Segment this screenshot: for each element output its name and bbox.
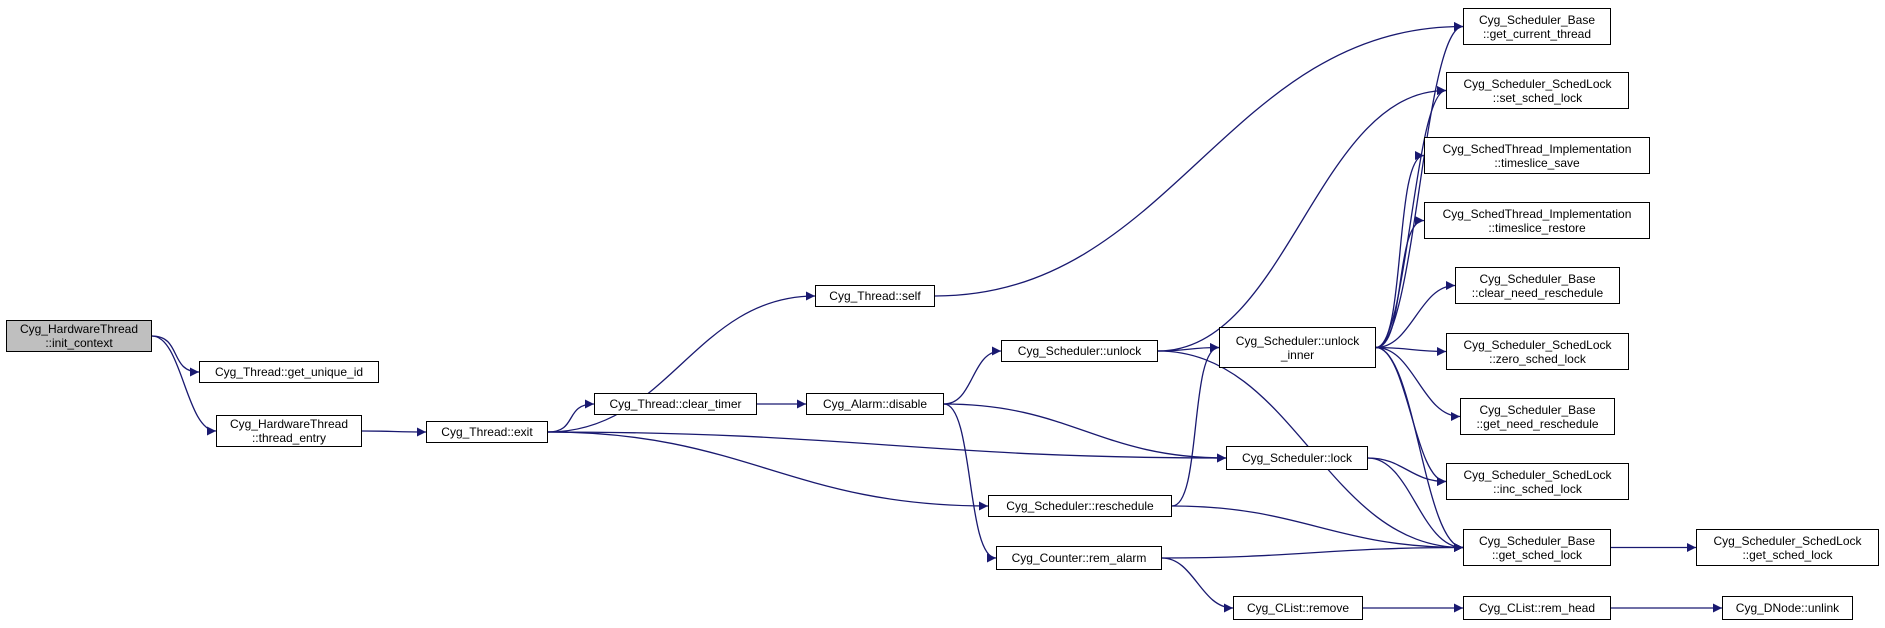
node-line2: ::thread_entry — [251, 431, 327, 445]
call-edge-rem_alarm-to-base_get_sched_lock — [1161, 543, 1464, 559]
node-line1: Cyg_HardwareThread — [19, 322, 139, 336]
node-line1: Cyg_Alarm::disable — [822, 397, 928, 411]
node-line2: ::zero_sched_lock — [1489, 351, 1586, 366]
node-line2: ::get_sched_lock — [1742, 547, 1833, 562]
node-line1: Cyg_Scheduler_Base — [1479, 271, 1596, 286]
call-edge-exit-to-sched_lock — [547, 431, 1227, 463]
node-line1: Cyg_Scheduler_Base — [1478, 12, 1596, 27]
node-line2: ::get_sched_lock — [1491, 547, 1583, 562]
node-line2: ::init_context — [45, 336, 113, 350]
call-edge-sched_unlock-to-unlock_inner — [1157, 343, 1220, 353]
node-scheduler-lock[interactable]: Cyg_Scheduler::lock — [1226, 446, 1368, 470]
call-edge-sched_lock-to-inc_sched_lock — [1367, 457, 1447, 486]
call-edge-sched_unlock-to-set_sched_lock — [1157, 86, 1447, 352]
call-edge-exit-to-sched_reschedule — [547, 431, 989, 511]
node-line1: Cyg_Counter::rem_alarm — [1011, 551, 1147, 565]
call-edge-disable-to-sched_lock — [943, 403, 1227, 463]
node-line2: ::get_need_reschedule — [1476, 416, 1599, 431]
node-schedlock-set-sched-lock[interactable]: Cyg_Scheduler_SchedLock ::set_sched_lock — [1446, 72, 1629, 109]
node-line2: ::set_sched_lock — [1492, 90, 1583, 105]
call-edge-sched_reschedule-to-base_get_sched_lock — [1171, 505, 1464, 552]
call-edge-thread_entry-to-exit — [361, 427, 427, 437]
node-line1: Cyg_Thread::self — [829, 289, 921, 303]
call-edge-unlock_inner-to-clear_need_reschedule — [1375, 281, 1456, 349]
node-line2: ::get_current_thread — [1482, 26, 1592, 41]
node-clist-rem-head[interactable]: Cyg_CList::rem_head — [1463, 596, 1611, 620]
node-line1: Cyg_Scheduler_SchedLock — [1463, 76, 1612, 91]
node-scheduler-unlock-inner[interactable]: Cyg_Scheduler::unlock _inner — [1219, 327, 1376, 368]
node-scheduler-unlock[interactable]: Cyg_Scheduler::unlock — [1001, 340, 1158, 362]
call-edge-unlock_inner-to-timeslice_restore — [1375, 216, 1425, 349]
call-edge-disable-to-sched_unlock — [943, 346, 1002, 405]
node-line1: Cyg_CList::remove — [1246, 601, 1350, 615]
call-edge-exit-to-self — [547, 291, 816, 433]
node-line1: Cyg_Scheduler::unlock — [1235, 333, 1360, 348]
node-line1: Cyg_Thread::get_unique_id — [214, 365, 364, 379]
node-schedlock-inc-sched-lock[interactable]: Cyg_Scheduler_SchedLock ::inc_sched_lock — [1446, 463, 1629, 500]
node-line1: Cyg_Scheduler_SchedLock — [1463, 337, 1612, 352]
node-line1: Cyg_SchedThread_Implementation — [1442, 206, 1632, 221]
node-scheduler-reschedule[interactable]: Cyg_Scheduler::reschedule — [988, 495, 1172, 517]
node-line2: ::timeslice_restore — [1488, 220, 1586, 235]
node-line1: Cyg_SchedThread_Implementation — [1442, 141, 1632, 156]
node-counter-rem-alarm[interactable]: Cyg_Counter::rem_alarm — [996, 546, 1162, 570]
node-schedlock-get-sched-lock[interactable]: Cyg_Scheduler_SchedLock ::get_sched_lock — [1696, 529, 1879, 566]
call-edge-rem_alarm-to-clist_remove — [1161, 557, 1234, 613]
call-edge-sched_reschedule-to-unlock_inner — [1171, 343, 1220, 507]
node-schedulerbase-get-sched-lock[interactable]: Cyg_Scheduler_Base ::get_sched_lock — [1463, 529, 1611, 566]
call-edge-sched_lock-to-base_get_sched_lock — [1367, 457, 1464, 552]
node-line1: Cyg_Thread::exit — [441, 425, 533, 439]
node-line1: Cyg_Scheduler_Base — [1479, 402, 1596, 417]
node-schedthread-timeslice-save[interactable]: Cyg_SchedThread_Implementation ::timesli… — [1424, 137, 1650, 174]
call-edge-unlock_inner-to-base_get_sched_lock — [1375, 346, 1464, 552]
node-schedthread-timeslice-restore[interactable]: Cyg_SchedThread_Implementation ::timesli… — [1424, 202, 1650, 239]
call-edge-unlock_inner-to-timeslice_save — [1375, 151, 1425, 349]
node-line2: ::clear_need_reschedule — [1471, 285, 1604, 300]
node-line1: Cyg_Scheduler::unlock — [1017, 344, 1142, 358]
call-edge-disable-to-rem_alarm — [943, 403, 997, 563]
node-schedulerbase-get-need-reschedule[interactable]: Cyg_Scheduler_Base ::get_need_reschedule — [1460, 398, 1615, 435]
node-line2: ::inc_sched_lock — [1493, 481, 1582, 496]
node-line1: Cyg_Scheduler_SchedLock — [1463, 467, 1612, 482]
node-schedulerbase-clear-need-reschedule[interactable]: Cyg_Scheduler_Base ::clear_need_reschedu… — [1455, 267, 1620, 304]
node-line1: Cyg_Scheduler_Base — [1478, 533, 1596, 548]
node-line1: Cyg_DNode::unlink — [1735, 601, 1840, 615]
node-dnode-unlink[interactable]: Cyg_DNode::unlink — [1722, 596, 1853, 620]
call-edge-init_context-to-get_unique_id — [151, 335, 200, 377]
node-line1: Cyg_Thread::clear_timer — [609, 397, 742, 411]
call-edge-exit-to-clear_timer — [547, 399, 595, 433]
node-schedlock-zero-sched-lock[interactable]: Cyg_Scheduler_SchedLock ::zero_sched_loc… — [1446, 333, 1629, 370]
call-edge-init_context-to-thread_entry — [151, 335, 217, 436]
node-thread-get-unique-id[interactable]: Cyg_Thread::get_unique_id — [199, 361, 379, 383]
node-line2: ::timeslice_save — [1494, 155, 1580, 170]
node-line1: Cyg_Scheduler::reschedule — [1006, 499, 1154, 513]
node-line1: Cyg_HardwareThread — [229, 417, 349, 431]
node-hardwarethread-init-context: Cyg_HardwareThread ::init_context — [6, 320, 152, 352]
node-thread-self[interactable]: Cyg_Thread::self — [815, 285, 935, 307]
node-line1: Cyg_Scheduler::lock — [1241, 451, 1353, 465]
node-line1: Cyg_CList::rem_head — [1478, 601, 1596, 615]
call-edge-unlock_inner-to-get_need_reschedule — [1375, 346, 1461, 421]
node-thread-exit[interactable]: Cyg_Thread::exit — [426, 421, 548, 443]
node-line1: Cyg_Scheduler_SchedLock — [1713, 533, 1862, 548]
node-thread-clear-timer[interactable]: Cyg_Thread::clear_timer — [594, 393, 757, 415]
node-hardwarethread-thread-entry[interactable]: Cyg_HardwareThread ::thread_entry — [216, 415, 362, 447]
call-edge-unlock_inner-to-zero_sched_lock — [1375, 346, 1447, 356]
node-line2: _inner — [1280, 347, 1315, 362]
node-schedulerbase-get-current-thread[interactable]: Cyg_Scheduler_Base ::get_current_thread — [1463, 8, 1611, 45]
node-alarm-disable[interactable]: Cyg_Alarm::disable — [806, 393, 944, 415]
node-clist-remove[interactable]: Cyg_CList::remove — [1233, 596, 1363, 620]
call-edge-self-to-get_current_thread — [934, 22, 1464, 297]
